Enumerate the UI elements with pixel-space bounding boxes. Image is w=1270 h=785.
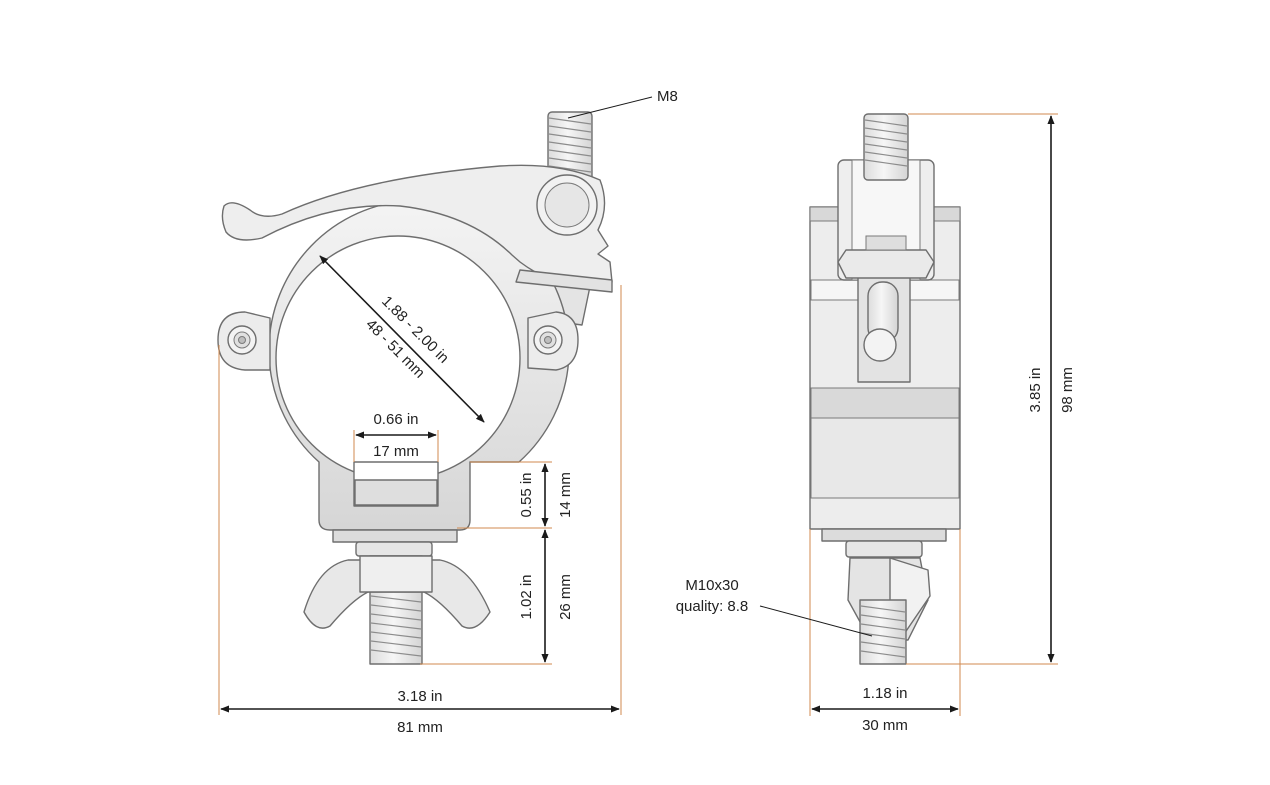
- bolt-length-mm-label: 26 mm: [557, 574, 574, 620]
- right-hinge: [527, 311, 579, 371]
- bolt-icon: [863, 113, 909, 181]
- side-view-drawing: 3.85 in 98 mm 1.18 in 30 mm M10x30 quali…: [676, 113, 1076, 734]
- side-height-mm-label: 98 mm: [1059, 367, 1076, 413]
- m10-callout-line1: M10x30: [685, 577, 738, 594]
- slot-width-mm-label: 17 mm: [373, 443, 419, 460]
- slot-depth-in-label: 0.55 in: [518, 472, 535, 517]
- front-width-in-label: 3.18 in: [397, 688, 442, 705]
- side-width-in-label: 1.18 in: [862, 685, 907, 702]
- bolt-length-in-label: 1.02 in: [518, 574, 535, 619]
- side-width-mm-label: 30 mm: [862, 717, 908, 734]
- bolt-icon: [859, 599, 907, 665]
- lever-icon: [221, 164, 613, 293]
- left-hinge: [217, 311, 271, 371]
- m10-callout-line2: quality: 8.8: [676, 598, 749, 615]
- slot-depth-mm-label: 14 mm: [557, 472, 574, 518]
- wing-nut-icon: [303, 555, 491, 629]
- slot-width-in-label: 0.66 in: [373, 411, 418, 428]
- front-view-drawing: 1.88 - 2.00 in 48 - 51 mm 0.66 in 17 mm …: [217, 88, 678, 736]
- side-height-in-label: 3.85 in: [1027, 367, 1044, 412]
- m8-callout: M8: [657, 88, 678, 105]
- front-width-mm-label: 81 mm: [397, 719, 443, 736]
